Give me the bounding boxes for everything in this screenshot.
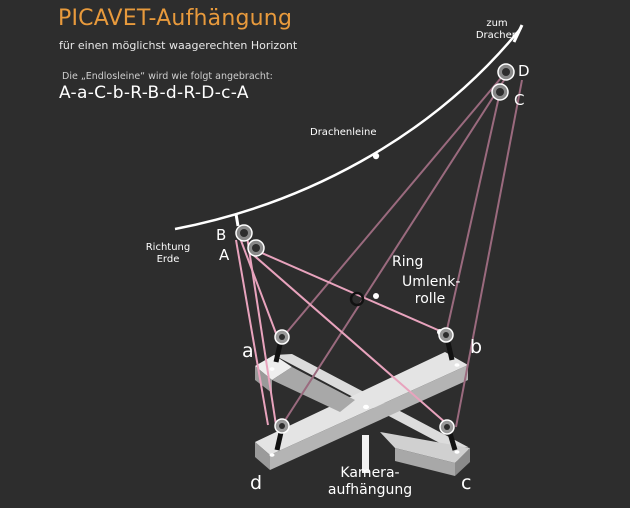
label-to-kite-line1: zum — [486, 18, 508, 29]
cross-arm-c-end — [380, 432, 470, 463]
cross-arm-c-front — [395, 448, 455, 476]
rope-D-d — [281, 73, 509, 426]
cross-arm-a-end — [255, 355, 292, 380]
instruction-note: Die „Endlosleine“ wird wie folgt angebra… — [62, 71, 273, 82]
rope-C-b — [445, 91, 501, 335]
point-b: b — [470, 336, 483, 358]
pulley-a-icon — [273, 329, 290, 363]
pulley-c-icon — [439, 419, 458, 451]
rope-A-a — [239, 237, 278, 337]
label-camera-mount: Kamera- aufhängung — [322, 465, 418, 499]
label-pulley-line1: Umlenk- — [402, 274, 461, 290]
rope-D-c — [455, 79, 523, 428]
hole-c — [454, 450, 460, 454]
pulley-d-icon — [274, 418, 290, 451]
cross-arm-a-front — [272, 367, 355, 412]
line-sequence: A-a-C-b-R-B-d-R-D-c-A — [59, 83, 249, 103]
ring-marker — [373, 293, 379, 299]
attach-B — [234, 213, 240, 227]
label-kite-line: Drachenleine — [310, 127, 377, 138]
label-to-kite-line2: Drachen — [475, 30, 519, 41]
cross-arm-c-side — [455, 448, 470, 476]
pulley-C-icon — [491, 83, 509, 101]
label-mount-line1: Kamera- — [340, 465, 400, 481]
camera-cross — [255, 352, 470, 476]
point-c: c — [461, 472, 472, 494]
rope-front-segments — [235, 229, 448, 426]
cross-arm-bd-front — [270, 365, 468, 470]
label-to-kite: zum Drachen — [472, 18, 522, 42]
attach-D — [512, 24, 524, 43]
label-ring: Ring — [392, 254, 424, 270]
rope-A-b — [254, 249, 448, 335]
page-title: PICAVET-Aufhängung — [58, 6, 293, 31]
point-a: a — [242, 340, 254, 362]
hole-b — [454, 363, 460, 367]
rope-A-d — [235, 239, 269, 426]
center-screw — [363, 404, 369, 410]
pulley-D-icon — [497, 63, 515, 81]
label-direction-line2: Erde — [156, 254, 180, 265]
hole-a — [269, 367, 275, 371]
hole-d — [269, 453, 275, 457]
label-mount-line2: aufhängung — [327, 482, 413, 498]
point-D: D — [518, 62, 530, 80]
point-A: A — [219, 246, 230, 264]
kite-line-marker — [372, 152, 380, 160]
point-B: B — [216, 226, 227, 244]
page-subtitle: für einen möglichst waagerechten Horizon… — [59, 39, 298, 52]
label-pulley-line2: rolle — [414, 291, 446, 307]
ring-icon — [349, 291, 365, 307]
label-pulley: Umlenk- rolle — [402, 274, 461, 308]
rope-D-ring — [281, 71, 507, 339]
point-d: d — [250, 472, 263, 494]
rope-A-c — [249, 251, 448, 425]
rope-back-segments — [281, 71, 523, 428]
cross-arm-bd-side — [255, 442, 270, 470]
rope-B-d — [245, 229, 277, 426]
label-direction-line1: Richtung — [145, 242, 191, 253]
mount-post — [362, 435, 369, 473]
kite-line — [174, 27, 522, 231]
point-C: C — [514, 91, 525, 109]
pulley-B-icon — [235, 224, 253, 242]
label-direction-earth: Richtung Erde — [138, 242, 198, 266]
cross-arm-bd-top — [255, 352, 468, 455]
pulley-b-icon — [438, 327, 455, 361]
pulley-A-icon — [247, 239, 265, 257]
